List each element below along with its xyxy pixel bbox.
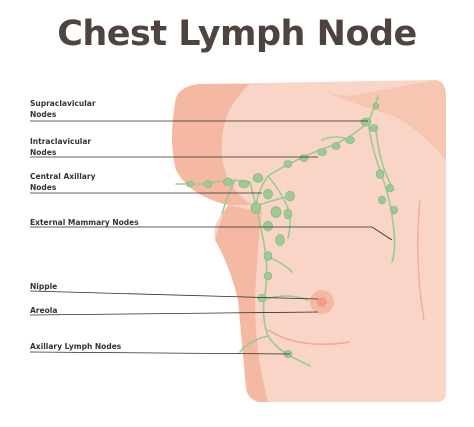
supraclavicular-node [372,102,380,110]
infraclavicular-node [283,160,293,168]
label-central-axillary: Central Axillary Nodes [30,172,96,192]
infraclavicular-node [317,148,327,156]
external-mammary-node [275,234,285,246]
central-axillary-node [223,177,233,187]
mammary-chain-node [375,169,385,179]
central-axillary-node [270,206,282,218]
leader-line-axillary [29,351,291,355]
supraclavicular-node [369,124,379,132]
external-mammary-node [263,271,273,281]
shoulder-shade [172,84,252,205]
central-axillary-node [238,179,250,189]
label-supraclavicular: Supraclavicular Nodes [30,99,96,119]
label-external-mammary: External Mammary Nodes [30,218,139,227]
mammary-chain-node [378,195,386,205]
external-mammary-node [263,251,273,261]
mammary-chain-node [386,183,394,193]
leader-line-nipple [29,290,319,300]
central-axillary-node [186,180,194,188]
central-axillary-node [285,190,295,202]
leader-line-areola [29,311,319,316]
infraclavicular-node [331,142,341,150]
leader-lines [29,120,393,355]
supraclavicular-node [360,117,372,127]
mammary-chain-node [390,205,398,215]
side-contour [417,199,425,321]
label-areola: Areola [30,306,58,315]
central-axillary-node [263,188,273,200]
nipple-shape [317,297,327,307]
leader-line-external-mammary [30,226,393,241]
label-nipple: Nipple [30,282,58,291]
infraclavicular-node [345,136,355,144]
chest-contour [267,329,351,346]
central-axillary-node [250,202,262,214]
page-title: Chest Lymph Node [57,14,417,54]
lymph-nodes [186,102,398,358]
central-axillary-node [203,180,213,188]
label-infraclavicular: Intraclavicular Nodes [30,137,92,157]
central-axillary-node [252,173,264,183]
external-mammary-node [263,220,273,232]
neck-shade [310,80,446,160]
central-axillary-node [283,208,293,220]
infraclavicular-node [299,154,309,162]
label-axillary: Axillary Lymph Nodes [30,342,122,351]
axilla-shade [215,205,268,402]
axillary-lymph-node [257,293,267,303]
